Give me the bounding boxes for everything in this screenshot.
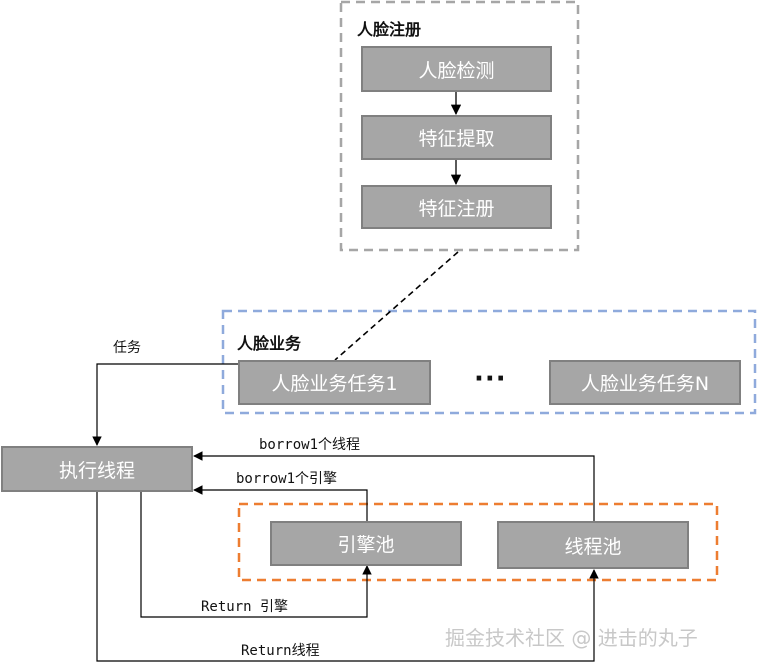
register-to-task-link [334,251,459,361]
borrow-engine-label: borrow1个引擎 [236,471,338,487]
arrow-borrow-thread [193,451,595,522]
return-engine-label: Return 引擎 [201,599,289,615]
face-register-group-frame [339,0,580,252]
arrow-borrow-engine [193,485,368,522]
arrow-task-to-thread [92,363,238,446]
arrow-return-engine [140,492,372,618]
watermark-text: 掘金技术社区 @ 进击的丸子 [445,626,698,650]
face-business-group-frame [221,309,757,415]
pool-group-frame [237,502,719,582]
more-tasks-ellipsis: ··· [474,364,507,394]
task-edge-label: 任务 [113,340,141,356]
engine-pool-node: 引擎池 [270,521,462,566]
borrow-thread-label: borrow1个线程 [259,437,361,453]
exec-thread-node: 执行线程 [1,446,193,492]
face-business-group-title: 人脸业务 [237,334,302,353]
return-thread-label: Return线程 [241,643,320,659]
face-task-1-node: 人脸业务任务1 [238,360,431,405]
feature-extract-node: 特征提取 [361,115,552,160]
face-detect-node: 人脸检测 [361,46,552,92]
thread-pool-node: 线程池 [497,521,689,569]
feature-register-node: 特征注册 [361,185,552,229]
face-register-group-title: 人脸注册 [357,20,422,39]
arrow-return-thread [96,492,599,662]
face-task-n-node: 人脸业务任务N [549,360,741,405]
